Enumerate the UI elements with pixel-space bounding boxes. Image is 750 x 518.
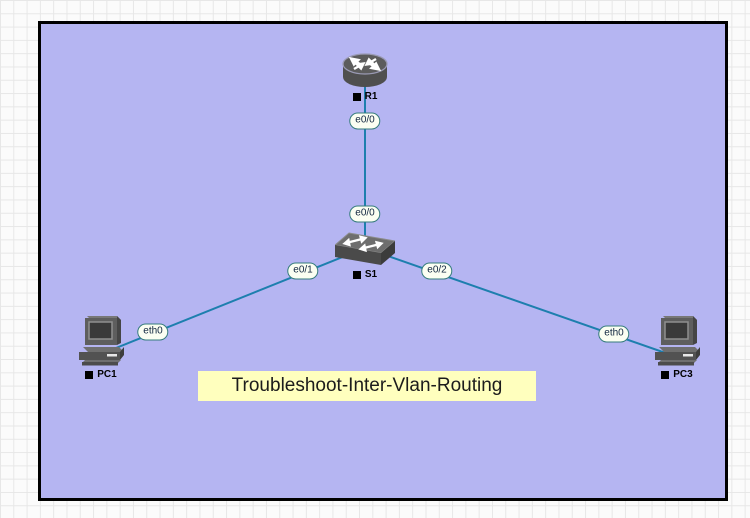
iface-label-r1-e0-0: e0/0: [349, 112, 381, 130]
pc-icon[interactable]: [653, 316, 701, 366]
iface-label-pc1-eth0: eth0: [137, 323, 169, 341]
pc-icon[interactable]: [77, 316, 125, 366]
topology-title-note[interactable]: Troubleshoot-Inter-Vlan-Routing: [198, 371, 536, 401]
iface-label-s1-e0-2: e0/2: [421, 262, 453, 280]
node-label-s1: S1: [352, 269, 378, 280]
node-router-r1[interactable]: R1: [342, 52, 388, 102]
iface-label-s1-e0-0: e0/0: [349, 205, 381, 223]
label-square-icon: [85, 370, 94, 379]
node-label-pc3: PC3: [661, 369, 693, 380]
node-label-text: S1: [364, 269, 378, 280]
node-label-r1: R1: [352, 91, 378, 102]
node-label-text: PC1: [97, 369, 117, 380]
node-switch-s1[interactable]: S1: [335, 232, 395, 280]
label-square-icon: [352, 270, 361, 279]
node-pc3[interactable]: PC3: [653, 316, 701, 380]
iface-label-pc3-eth0: eth0: [598, 325, 630, 343]
router-icon[interactable]: [342, 52, 388, 88]
node-label-pc1: PC1: [85, 369, 117, 380]
label-square-icon: [352, 92, 361, 101]
node-label-text: R1: [364, 91, 378, 102]
link-s1-pc3[interactable]: [364, 247, 678, 358]
switch-icon[interactable]: [335, 232, 395, 266]
topology-canvas[interactable]: R1 S1: [38, 21, 728, 501]
iface-label-s1-e0-1: e0/1: [287, 262, 319, 280]
label-square-icon: [661, 370, 670, 379]
node-pc1[interactable]: PC1: [77, 316, 125, 380]
node-label-text: PC3: [673, 369, 693, 380]
